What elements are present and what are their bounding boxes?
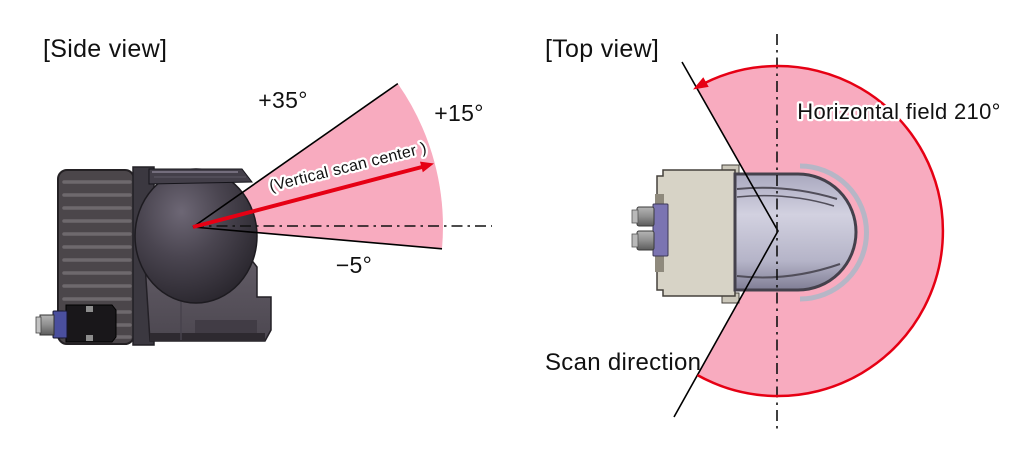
connector-screw-bottom [86, 335, 93, 341]
vertical-field-sector [193, 83, 443, 249]
top-view: [Top view] Horizontal field 210° Scan di… [545, 34, 1003, 430]
scanner-device-top [631, 163, 869, 304]
connector-plug-1 [636, 206, 655, 227]
device-body-top [656, 169, 736, 297]
scan-center-arrow [192, 165, 423, 229]
connector-plug-cap [35, 316, 42, 334]
horizontal-field-label: Horizontal field 210° [797, 99, 1000, 124]
connector-screw-top [86, 306, 93, 312]
connector-plug-2 [636, 230, 655, 251]
side-view-title: [Side view] [43, 35, 167, 63]
connector-plug-2-cap [631, 233, 639, 248]
lower-angle-label: −5° [336, 252, 372, 278]
dome-detail-line-2 [736, 194, 835, 207]
scan-rotation-arrowhead-icon [693, 77, 709, 90]
top-view-title: [Top view] [545, 35, 659, 63]
scan-direction-label: Scan direction [545, 349, 701, 376]
dome-detail-line-3 [736, 263, 841, 279]
connector-mount-purple [652, 203, 669, 257]
cable-connector-block [65, 304, 117, 343]
vertical-field-lower-edge [192, 226, 443, 250]
base-bottom-strip [150, 333, 265, 341]
sensor-dome [134, 168, 258, 304]
upper-angle-label: +35° [258, 87, 307, 113]
dome-outer-rim [799, 163, 869, 302]
connector-plug-1-cap [631, 209, 639, 224]
scan-center-arrowhead-icon [420, 161, 434, 173]
sensor-dome-top [733, 172, 858, 292]
side-view: [Side view] +35° +15° −5° (Vertical scan… [35, 35, 492, 346]
horizontal-field-arc [695, 64, 945, 398]
connector-plug [39, 314, 55, 336]
connector-blue-ring [52, 310, 68, 339]
horizontal-field-edges [673, 61, 779, 418]
vertical-field-upper-edge [192, 82, 399, 228]
center-angle-label: +15° [434, 100, 483, 126]
dome-detail-line-1 [736, 186, 838, 200]
base-notch [195, 320, 257, 333]
scanner-device-side [35, 166, 272, 346]
